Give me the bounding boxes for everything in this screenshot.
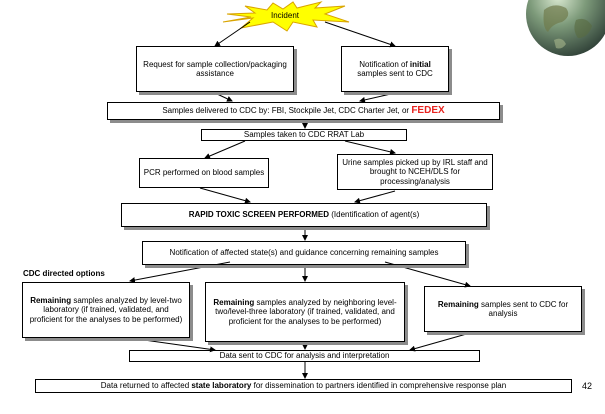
option-level-two-lab-box: Remaining samples analyzed by level-two …	[22, 282, 190, 338]
data-sent-to-cdc-box: Data sent to CDC for analysis and interp…	[129, 350, 480, 362]
rrat-lab-box: Samples taken to CDC RRAT Lab	[201, 129, 407, 141]
request-assistance-box: Request for sample collection/packaging …	[136, 46, 294, 92]
earth-globe-icon	[526, 0, 605, 56]
option-neighboring-lab-box: Remaining samples analyzed by neighborin…	[205, 282, 405, 342]
cdc-directed-options-label: CDC directed options	[23, 269, 105, 278]
option-sent-to-cdc-box: Remaining samples sent to CDC for analys…	[424, 286, 582, 332]
samples-delivered-box: Samples delivered to CDC by: FBI, Stockp…	[107, 102, 500, 120]
pcr-box: PCR performed on blood samples	[139, 158, 269, 188]
urine-samples-box: Urine samples picked up by IRL staff and…	[337, 154, 493, 190]
incident-burst-icon	[222, 1, 350, 32]
initial-notification-box: Notification of initial samples sent to …	[341, 46, 449, 92]
page-number: 42	[582, 381, 593, 391]
data-returned-box: Data returned to affected state laborato…	[35, 379, 572, 393]
affected-state-notification-box: Notification of affected state(s) and gu…	[142, 241, 466, 265]
rapid-toxic-screen-box: RAPID TOXIC SCREEN PERFORMED (Identifica…	[121, 203, 487, 227]
incident-label: Incident	[270, 11, 300, 20]
